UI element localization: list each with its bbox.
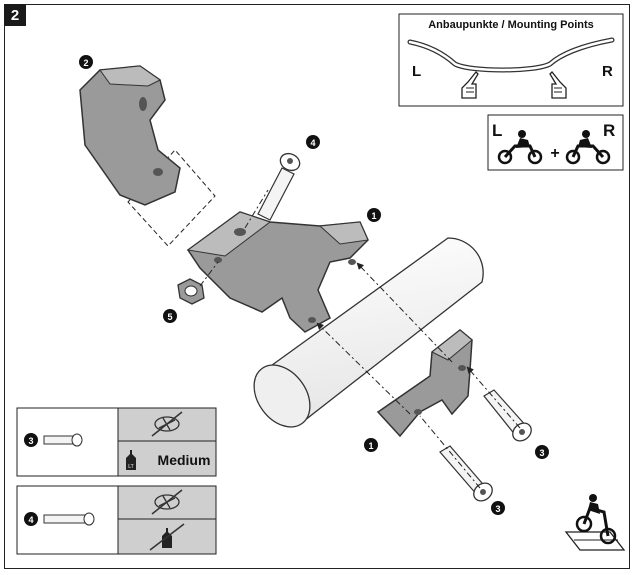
svg-text:LT: LT [128,464,133,470]
svg-text:5: 5 [167,312,172,322]
loctite-bottle-icon: LT [126,450,136,470]
mounting-left-label: L [412,63,421,80]
assembly-lines [199,189,521,489]
bolt-part-4 [257,152,301,221]
bracket-part-2 [79,65,181,206]
svg-text:3: 3 [495,504,500,514]
motorcycle-stand-icon [564,494,626,551]
nut-part-5 [177,278,205,305]
callout-4: 4 [306,135,320,149]
bolt-part-3-right [483,389,532,442]
svg-text:2: 2 [83,58,88,68]
bolt-3-icon [43,433,83,447]
callout-3-lower: 3 [491,501,505,515]
callout-5: 5 [163,309,177,323]
mounting-points-title: Anbaupunkte / Mounting Points [428,19,594,31]
motorcycle-left-icon [497,130,543,165]
bolt-4-icon [43,512,95,526]
dashed-mount-outline [127,149,216,247]
svg-text:1: 1 [368,441,373,451]
legend-box-part-4: 4 [16,485,217,555]
side-left-label: L [492,121,502,140]
legend-part-4-number: 4 [28,515,33,525]
mounting-right-label: R [602,63,613,80]
loctite-strength-label: Medium [158,452,211,468]
step-number: 2 [4,4,26,26]
side-right-label: R [603,121,615,140]
motorcycle-right-icon [565,130,611,165]
no-loctite-icon [149,523,185,551]
legend-part-3-number: 3 [28,436,33,446]
pointing-hand-right-icon [549,71,567,99]
pointing-hand-left-icon [461,71,479,99]
callout-2: 2 [79,55,93,69]
clamp-upper-part-1 [186,211,369,333]
svg-text:4: 4 [310,138,315,148]
side-plus-label: + [550,145,559,162]
svg-text:1: 1 [371,211,376,221]
mounting-points-box: Anbaupunkte / Mounting Points L R [398,13,624,107]
svg-text:3: 3 [539,448,544,458]
handlebar-tube [253,237,484,428]
callout-1-lower: 1 [364,438,378,452]
side-motorcycle-box: L R + [487,114,624,171]
no-grease-icon [151,411,183,437]
callout-3-right: 3 [535,445,549,459]
bolt-part-3-lower [439,445,493,502]
diagram-frame [4,4,630,569]
no-grease-icon [151,489,183,515]
legend-box-part-3: 3 LT Medium [16,407,217,477]
callout-1-upper: 1 [367,208,381,222]
clamp-lower-part-1 [376,329,473,438]
